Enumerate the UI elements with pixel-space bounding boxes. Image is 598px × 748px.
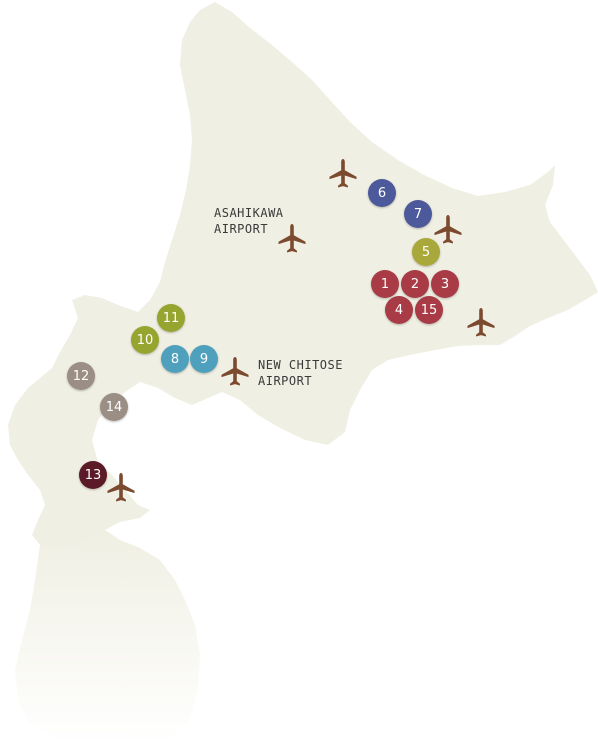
location-pin-15[interactable]: 15 bbox=[415, 296, 443, 324]
asahikawa-airport-label: ASAHIKAWA AIRPORT bbox=[214, 205, 284, 237]
location-pin-13[interactable]: 13 bbox=[79, 461, 107, 489]
asahikawa-label-line1: ASAHIKAWA bbox=[214, 206, 284, 220]
airplane-icon bbox=[430, 212, 466, 248]
airplane-icon bbox=[463, 305, 499, 341]
location-pin-6[interactable]: 6 bbox=[368, 179, 396, 207]
airplane-icon bbox=[217, 354, 253, 390]
location-pin-3[interactable]: 3 bbox=[431, 270, 459, 298]
southern-peninsula-fade bbox=[15, 530, 200, 745]
location-pin-11[interactable]: 11 bbox=[157, 304, 185, 332]
chitose-label-line1: NEW CHITOSE bbox=[258, 358, 343, 372]
main-island bbox=[8, 2, 598, 550]
airplane-icon bbox=[274, 221, 310, 257]
location-pin-9[interactable]: 9 bbox=[190, 345, 218, 373]
location-pin-2[interactable]: 2 bbox=[401, 270, 429, 298]
airplane-icon bbox=[103, 470, 139, 506]
location-pin-14[interactable]: 14 bbox=[100, 393, 128, 421]
location-pin-10[interactable]: 10 bbox=[131, 326, 159, 354]
asahikawa-label-line2: AIRPORT bbox=[214, 222, 269, 236]
location-pin-1[interactable]: 1 bbox=[371, 270, 399, 298]
location-pin-7[interactable]: 7 bbox=[404, 200, 432, 228]
location-pin-5[interactable]: 5 bbox=[412, 238, 440, 266]
location-pin-8[interactable]: 8 bbox=[161, 345, 189, 373]
airplane-icon bbox=[325, 156, 361, 192]
location-pin-4[interactable]: 4 bbox=[385, 296, 413, 324]
new-chitose-airport-label: NEW CHITOSE AIRPORT bbox=[258, 357, 343, 389]
location-pin-12[interactable]: 12 bbox=[67, 362, 95, 390]
chitose-label-line2: AIRPORT bbox=[258, 374, 313, 388]
